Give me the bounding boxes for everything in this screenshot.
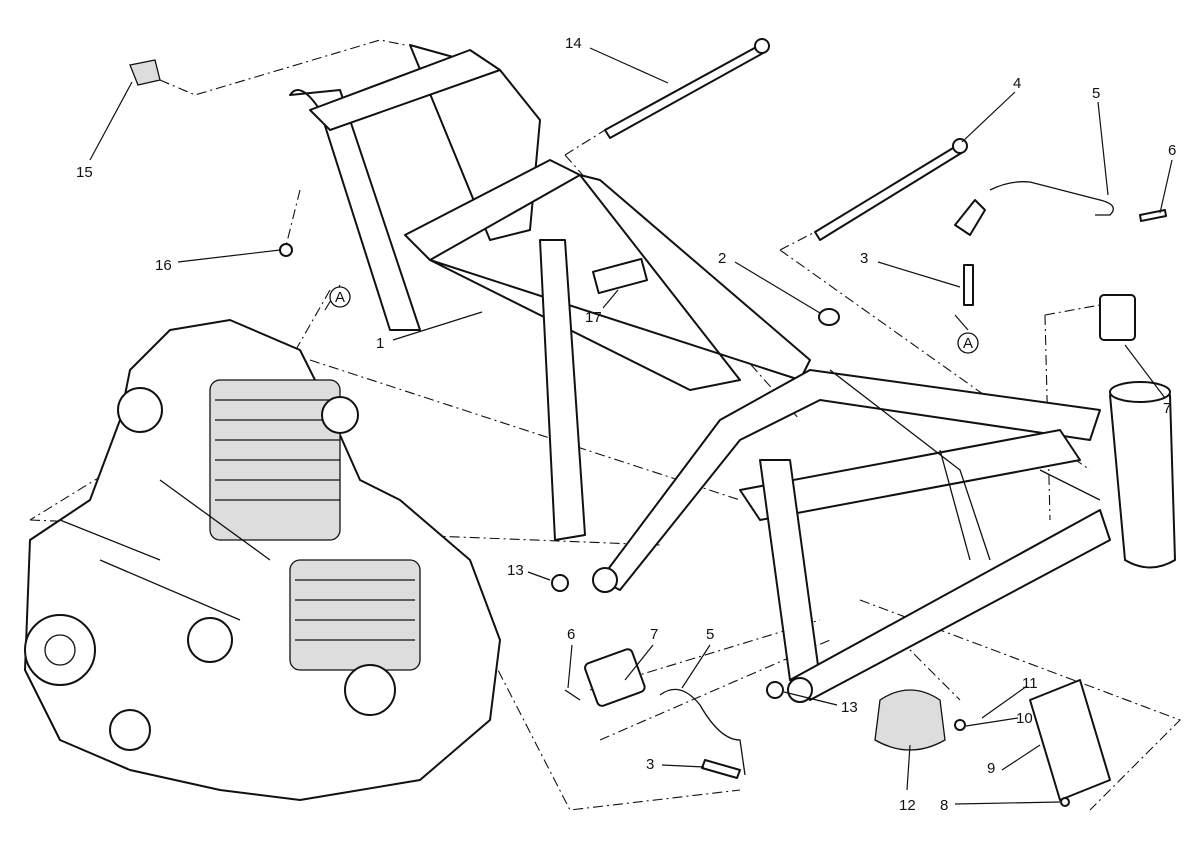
callout-10: 10 [1016, 710, 1033, 727]
callout-14: 14 [565, 35, 582, 52]
callout-16: 16 [155, 257, 172, 274]
callout-4: 4 [1013, 75, 1021, 92]
callout-6-bottom: 6 [567, 626, 575, 643]
callout-13-right: 13 [841, 699, 858, 716]
reference-circle-a-left [329, 286, 351, 308]
leader-lines [89, 47, 1173, 805]
callout-3-bottom: 3 [646, 756, 654, 773]
callout-5-bottom: 5 [706, 626, 714, 643]
reference-a-right: A [963, 335, 973, 352]
callout-9: 9 [987, 760, 995, 777]
frame-illustration [289, 44, 1176, 703]
small-parts [129, 38, 1167, 807]
callout-6-top: 6 [1168, 142, 1176, 159]
callout-3-top: 3 [860, 250, 868, 267]
callout-12: 12 [899, 797, 916, 814]
reference-a-left: A [335, 289, 345, 306]
callout-13-left: 13 [507, 562, 524, 579]
callout-7-top: 7 [1163, 400, 1171, 417]
callout-7-bottom: 7 [650, 626, 658, 643]
callout-labels: 14 4 5 6 15 16 2 3 17 1 7 13 6 7 5 13 11… [76, 35, 1176, 814]
callout-1: 1 [376, 335, 384, 352]
callout-11: 11 [1022, 675, 1038, 692]
callout-15: 15 [76, 164, 93, 181]
reference-circle-a-right [957, 332, 979, 354]
callout-17: 17 [585, 309, 602, 326]
callout-5-top: 5 [1092, 85, 1100, 102]
callout-8: 8 [940, 797, 948, 814]
callout-2: 2 [718, 250, 726, 267]
engine-illustration [24, 319, 501, 801]
